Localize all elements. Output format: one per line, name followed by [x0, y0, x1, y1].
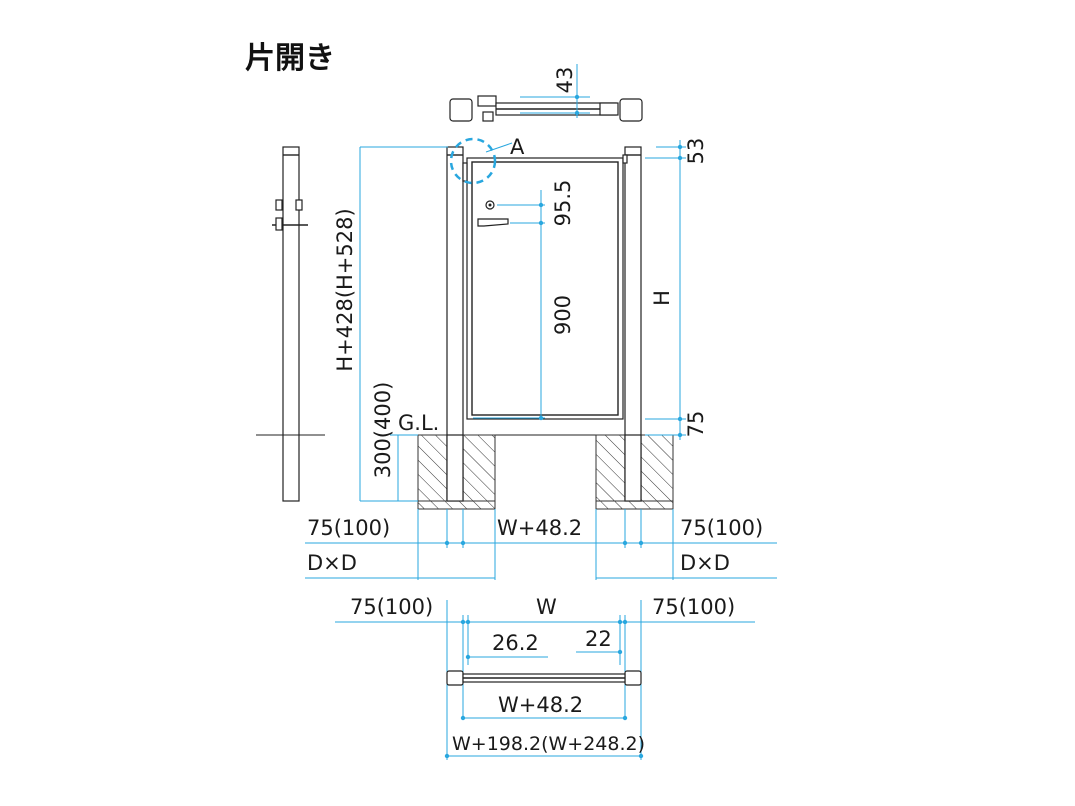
gate-leaf: [466, 157, 624, 420]
side-post: [282, 146, 300, 502]
ground-level-label: G.L.: [398, 411, 439, 435]
overall-height-label: H+428(H+528): [333, 208, 357, 371]
handle-lever-icon: [477, 218, 509, 227]
embed-depth-label: 300(400): [371, 382, 395, 479]
gate-height-label: H: [650, 290, 674, 306]
plan-post-left-label: 75(100): [350, 595, 433, 619]
foundation-left: [417, 434, 496, 510]
gate-width-front-label: W+48.2: [497, 516, 582, 540]
detail-a-marker: [449, 137, 497, 185]
bottom-gap-label: 75: [684, 411, 708, 438]
plan-overall-width-label: W+198.2(W+248.2): [452, 733, 645, 755]
handle-height-label: 900: [551, 295, 575, 335]
top-view-post-left: [449, 98, 473, 122]
front-elevation: A G.L.: [396, 135, 680, 502]
plan-width-label: W: [536, 595, 557, 619]
top-view-post-right: [619, 98, 643, 122]
detail-ref-label: A: [510, 135, 525, 159]
top-offset-label: 53: [684, 138, 708, 165]
plan-post-right-label: 75(100): [652, 595, 735, 619]
top-view: 43: [449, 64, 643, 122]
plan-post-right: [624, 670, 642, 686]
plan-hinge-offset-label: 26.2: [492, 631, 539, 655]
top-view-hinge: [477, 95, 497, 107]
plan-latch-offset-label: 22: [585, 627, 612, 651]
foundation-left-label: D×D: [307, 551, 357, 575]
page-title: 片開き: [245, 41, 335, 76]
plan-view: 75(100) W 75(100) 26.2 22 W+48.2 W+198.2…: [335, 595, 755, 760]
foundation-right-label: D×D: [680, 551, 730, 575]
side-view: [256, 146, 325, 502]
plan-post-left: [446, 670, 464, 686]
top-depth-label: 43: [553, 67, 577, 94]
plan-gate-width-label: W+48.2: [498, 693, 583, 717]
post-left-label: 75(100): [307, 516, 390, 540]
handle-spacing-label: 95.5: [551, 180, 575, 227]
foundation-right: [595, 434, 674, 510]
gate-leaf-frame: [471, 161, 619, 416]
elevation-dimensions: H+428(H+528) 300(400) 95.5 900 53 H 75: [305, 138, 777, 580]
side-hinge-upper: [275, 199, 283, 211]
post-right-label: 75(100): [680, 516, 763, 540]
